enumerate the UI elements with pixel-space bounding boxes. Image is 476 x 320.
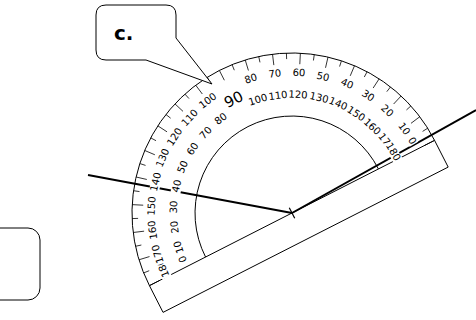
tick-mark (144, 271, 150, 273)
tick-mark (136, 177, 147, 179)
scale-number: 150 (147, 195, 158, 217)
tick-mark (132, 204, 143, 206)
tick-mark (373, 79, 379, 88)
scale-number: 120 (287, 90, 309, 101)
tick-mark (273, 54, 274, 65)
tick-mark (196, 85, 203, 94)
angle-ray (292, 110, 476, 213)
protractor-outline (132, 53, 448, 312)
tick-mark (387, 87, 391, 92)
tick-mark (326, 57, 328, 68)
empty-answer-box (0, 228, 40, 300)
scale-number: 20 (169, 219, 181, 235)
tick-mark (175, 104, 183, 112)
bubble-outline (96, 5, 176, 60)
tick-mark (132, 218, 138, 219)
tick-mark (166, 114, 171, 118)
tick-mark (286, 53, 287, 59)
tick-mark (185, 94, 189, 98)
tick-mark (133, 231, 144, 232)
tick-mark (423, 128, 428, 131)
tick-mark (411, 117, 420, 124)
vertex-mark (289, 208, 294, 219)
bubble-shape (96, 5, 212, 84)
tick-mark (364, 72, 367, 77)
angle-ray (88, 175, 292, 213)
tick-mark (158, 126, 167, 132)
speech-bubble: c. (96, 5, 176, 60)
tick-mark (139, 257, 150, 260)
tick-mark (259, 56, 260, 62)
tick-mark (149, 281, 159, 286)
tick-mark (219, 70, 224, 80)
scale-number: 30 (169, 199, 180, 214)
tick-mark (425, 140, 435, 145)
tick-mark (145, 150, 155, 154)
scale-number: 70 (267, 68, 283, 80)
tick-mark (299, 53, 301, 64)
tick-mark (313, 55, 315, 61)
tick-mark (140, 164, 146, 166)
tick-mark (340, 61, 342, 67)
tick-mark (406, 106, 410, 110)
tick-mark (350, 66, 354, 76)
tick-mark (151, 138, 156, 141)
protractor-inner-arc (195, 116, 378, 257)
question-letter: c. (114, 23, 133, 43)
protractor-base-line (149, 140, 434, 285)
scale-number: 60 (292, 68, 307, 79)
tick-mark (232, 65, 234, 71)
scale-ticks (132, 53, 434, 286)
tick-mark (134, 190, 140, 192)
tick-mark (245, 60, 248, 71)
tick-mark (135, 245, 141, 246)
tick-mark (394, 96, 402, 104)
